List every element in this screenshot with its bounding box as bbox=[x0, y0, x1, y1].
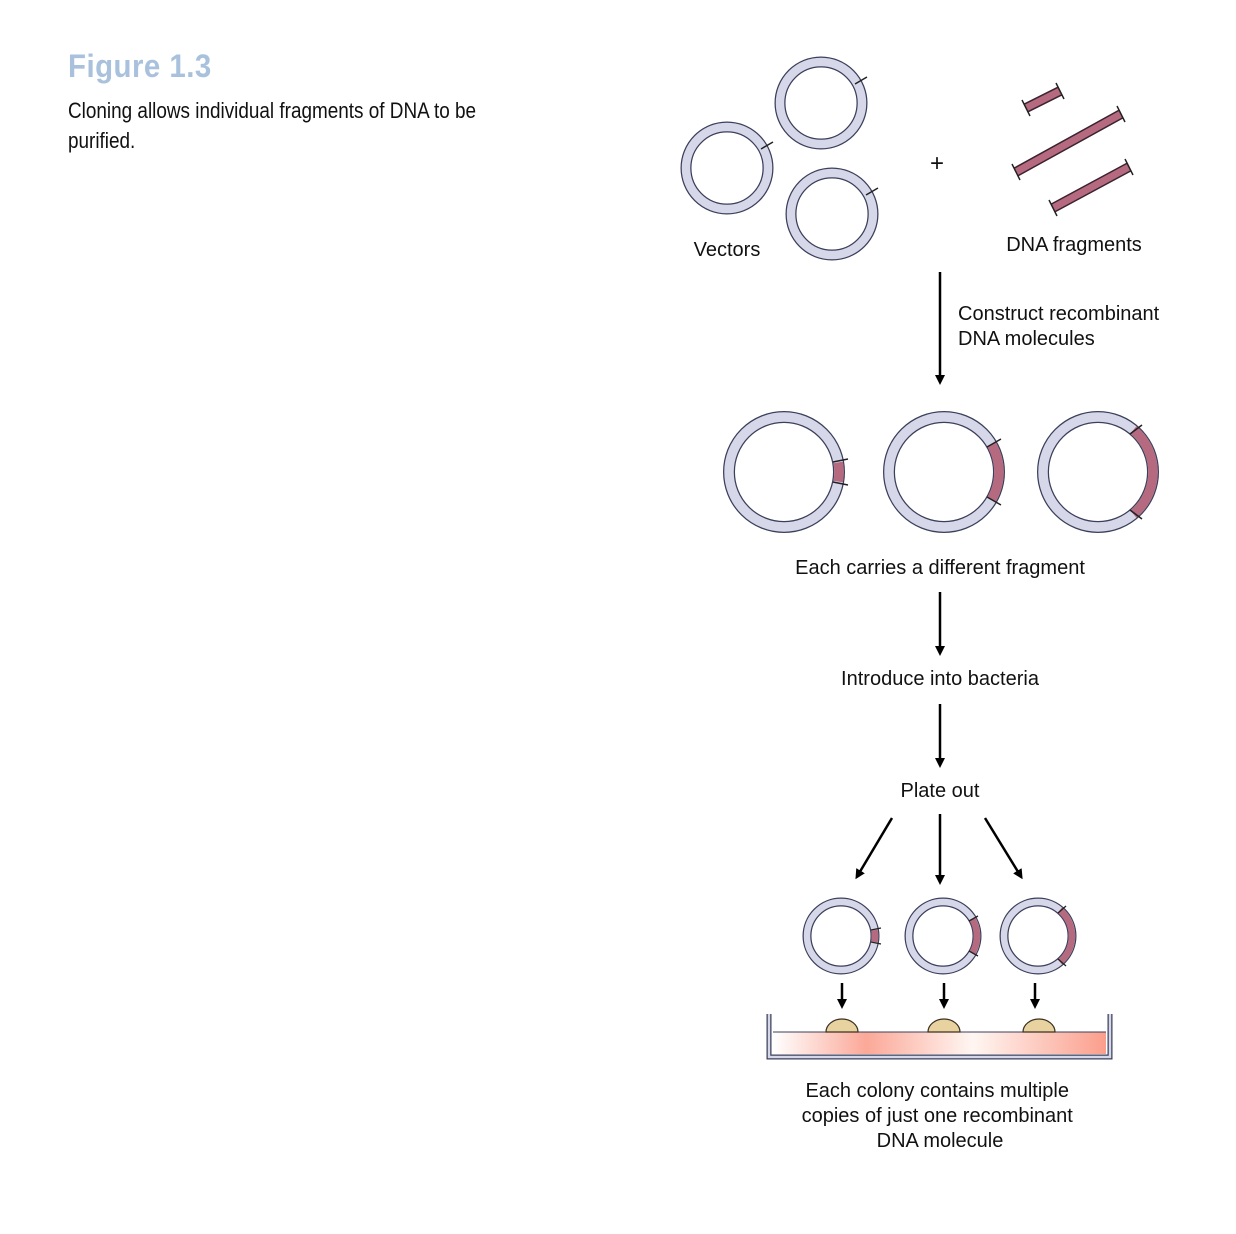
figure-title: Figure 1.3 bbox=[68, 48, 212, 84]
caption-line-1: Cloning allows individual fragments of D… bbox=[68, 98, 477, 123]
caption-line-2: purified. bbox=[68, 128, 136, 153]
step-construct-line-2: DNA molecules bbox=[958, 328, 1095, 350]
step-construct-label: Construct recombinant DNA molecules bbox=[958, 303, 1165, 350]
introduce-bacteria-label: Introduce into bacteria bbox=[841, 668, 1040, 690]
vector-plasmid bbox=[785, 167, 879, 261]
dna-fragment bbox=[1011, 105, 1126, 181]
result-line-3: DNA molecule bbox=[877, 1130, 1004, 1152]
dna-fragments bbox=[1011, 82, 1134, 217]
bacterial-plasmid bbox=[999, 897, 1077, 975]
bacterial-colony bbox=[1022, 1018, 1056, 1033]
petri-dish bbox=[766, 1014, 1113, 1060]
result-label: Each colony contains multiple copies of … bbox=[802, 1080, 1079, 1152]
plate-out-label: Plate out bbox=[901, 780, 980, 802]
vector-plasmid bbox=[680, 121, 774, 215]
dna-fragments-label: DNA fragments bbox=[1006, 234, 1142, 256]
figure-caption: Cloning allows individual fragments of D… bbox=[68, 96, 515, 156]
step-construct-line-1: Construct recombinant bbox=[958, 303, 1160, 325]
dna-fragment bbox=[1048, 158, 1134, 217]
result-line-1: Each colony contains multiple bbox=[805, 1080, 1068, 1102]
recombinant-label: Each carries a different fragment bbox=[795, 557, 1085, 579]
vectors-label: Vectors bbox=[694, 239, 761, 261]
plus-sign: + bbox=[930, 150, 944, 177]
bacterial-plasmids bbox=[802, 897, 1077, 975]
recombinant-plasmid bbox=[883, 411, 1005, 533]
vector-plasmid bbox=[774, 56, 868, 150]
bacterial-plasmid bbox=[904, 897, 982, 975]
arrow-plate-left bbox=[855, 817, 894, 880]
recombinant-plasmid bbox=[1037, 411, 1159, 533]
result-line-2: copies of just one recombinant bbox=[802, 1105, 1074, 1127]
vector-plasmids bbox=[680, 56, 879, 261]
bacterial-colony bbox=[825, 1018, 859, 1033]
bacterial-plasmid bbox=[802, 897, 882, 975]
dna-fragment bbox=[1021, 82, 1065, 117]
arrow-plate-right bbox=[983, 817, 1023, 880]
recombinant-plasmids bbox=[723, 411, 1159, 533]
agar-plate bbox=[773, 1032, 1106, 1054]
bacterial-colony bbox=[927, 1018, 961, 1033]
recombinant-plasmid bbox=[723, 411, 849, 533]
